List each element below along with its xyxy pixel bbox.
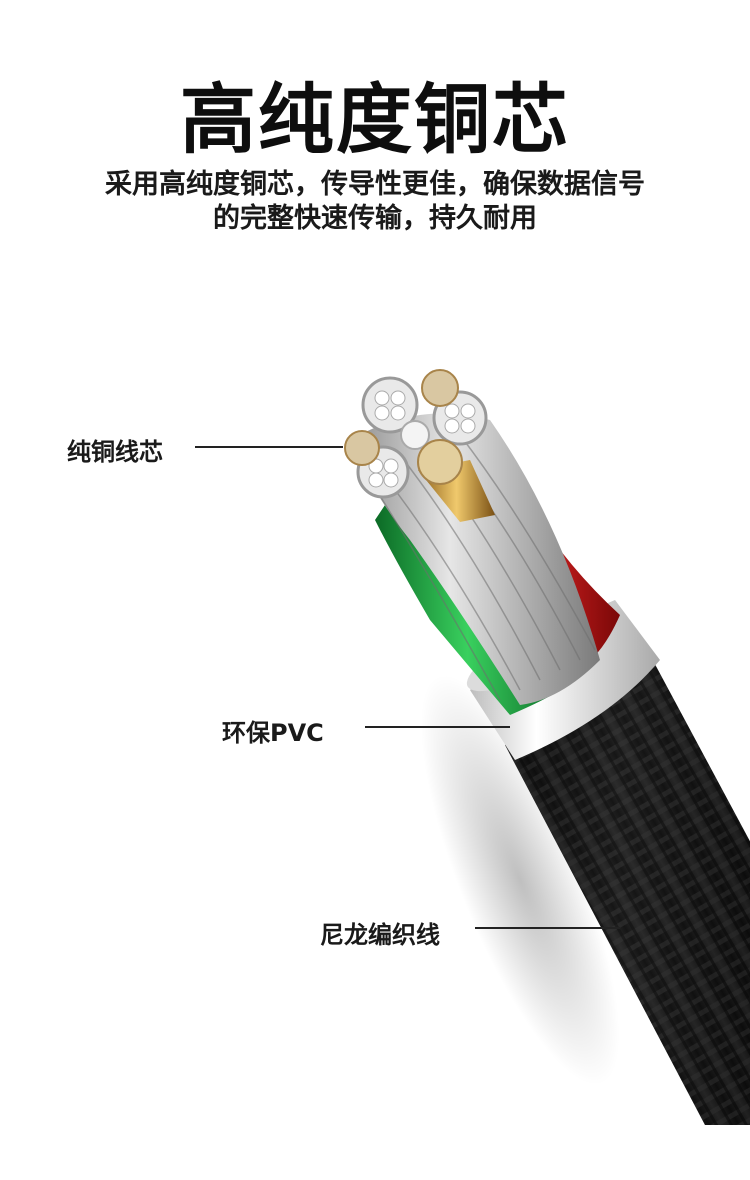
callout-nylon-line <box>475 927 620 929</box>
callout-pvc-line <box>365 726 510 728</box>
center-drain-strands <box>400 420 430 450</box>
aluminum-shield <box>350 413 600 705</box>
callout-pvc: 环保PVC <box>222 719 324 747</box>
description: 采用高纯度铜芯，传导性更佳，确保数据信号 的完整快速传输，持久耐用 <box>0 168 750 236</box>
copper-strand-bundle-3 <box>417 439 495 522</box>
page-title: 高纯度铜芯 <box>180 75 570 164</box>
copper-strand-bundle-1 <box>421 369 459 407</box>
callout-copper-core-line <box>195 446 343 448</box>
description-line-2: 的完整快速传输，持久耐用 <box>213 203 537 234</box>
description-line-1: 采用高纯度铜芯，传导性更佳，确保数据信号 <box>105 169 645 200</box>
silver-strand-bundle-2 <box>432 390 488 446</box>
cable-shadow <box>420 674 620 1086</box>
callout-nylon: 尼龙编织线 <box>320 921 440 949</box>
copper-strand-bundle-2 <box>344 430 380 466</box>
callout-copper-core: 纯铜线芯 <box>67 438 163 466</box>
silver-strand-bundle-1 <box>361 376 419 434</box>
